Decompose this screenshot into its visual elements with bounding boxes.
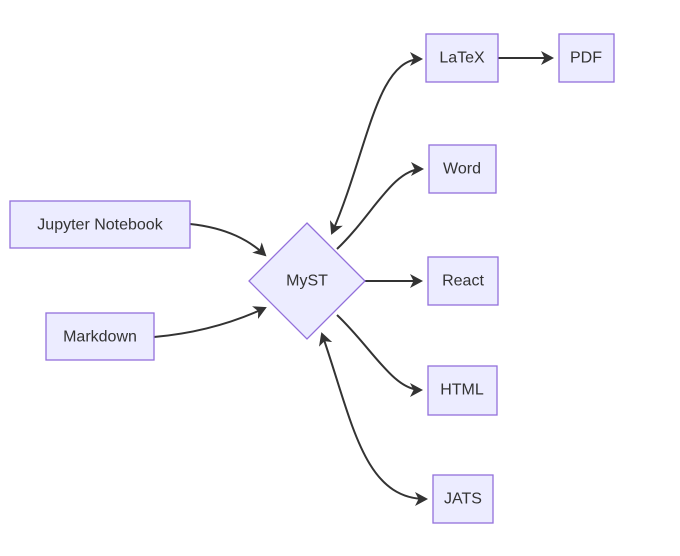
node-jats-box (432, 474, 494, 524)
node-pdf-box (558, 33, 615, 83)
node-word: Word (428, 144, 497, 194)
node-html-label: HTML (440, 382, 484, 399)
node-react-box (427, 256, 499, 306)
node-jats-label: JATS (444, 491, 482, 508)
edge-jupyter-to-myst (189, 223, 267, 257)
node-markdown-label: Markdown (63, 329, 137, 346)
edge-myst-to-word (336, 162, 424, 250)
node-html: HTML (427, 365, 498, 416)
node-jupyter-notebook-label: Jupyter Notebook (37, 217, 163, 234)
node-react-label: React (442, 273, 484, 290)
edge-myst-latex-bidirectional (329, 52, 423, 235)
node-pdf: PDF (558, 33, 615, 83)
edge-markdown-to-myst (153, 306, 267, 338)
node-markdown-box (45, 312, 155, 361)
node-latex-label: LaTeX (439, 50, 485, 67)
node-word-box (428, 144, 497, 194)
node-react: React (427, 256, 499, 306)
node-latex-box (425, 33, 499, 83)
node-jats: JATS (432, 474, 494, 524)
node-html-box (427, 365, 498, 416)
node-jupyter-notebook-box (9, 200, 191, 249)
node-myst-label: MyST (286, 273, 328, 290)
edge-myst-to-html (336, 314, 423, 397)
node-myst: MyST (248, 222, 366, 340)
node-latex: LaTeX (425, 33, 499, 83)
node-pdf-label: PDF (570, 50, 602, 67)
node-markdown: Markdown (45, 312, 155, 361)
node-jupyter-notebook: Jupyter Notebook (9, 200, 191, 249)
node-word-label: Word (443, 161, 481, 178)
edges (153, 51, 554, 506)
node-myst-diamond (248, 222, 366, 340)
edge-myst-jats-bidirectional (319, 332, 428, 506)
